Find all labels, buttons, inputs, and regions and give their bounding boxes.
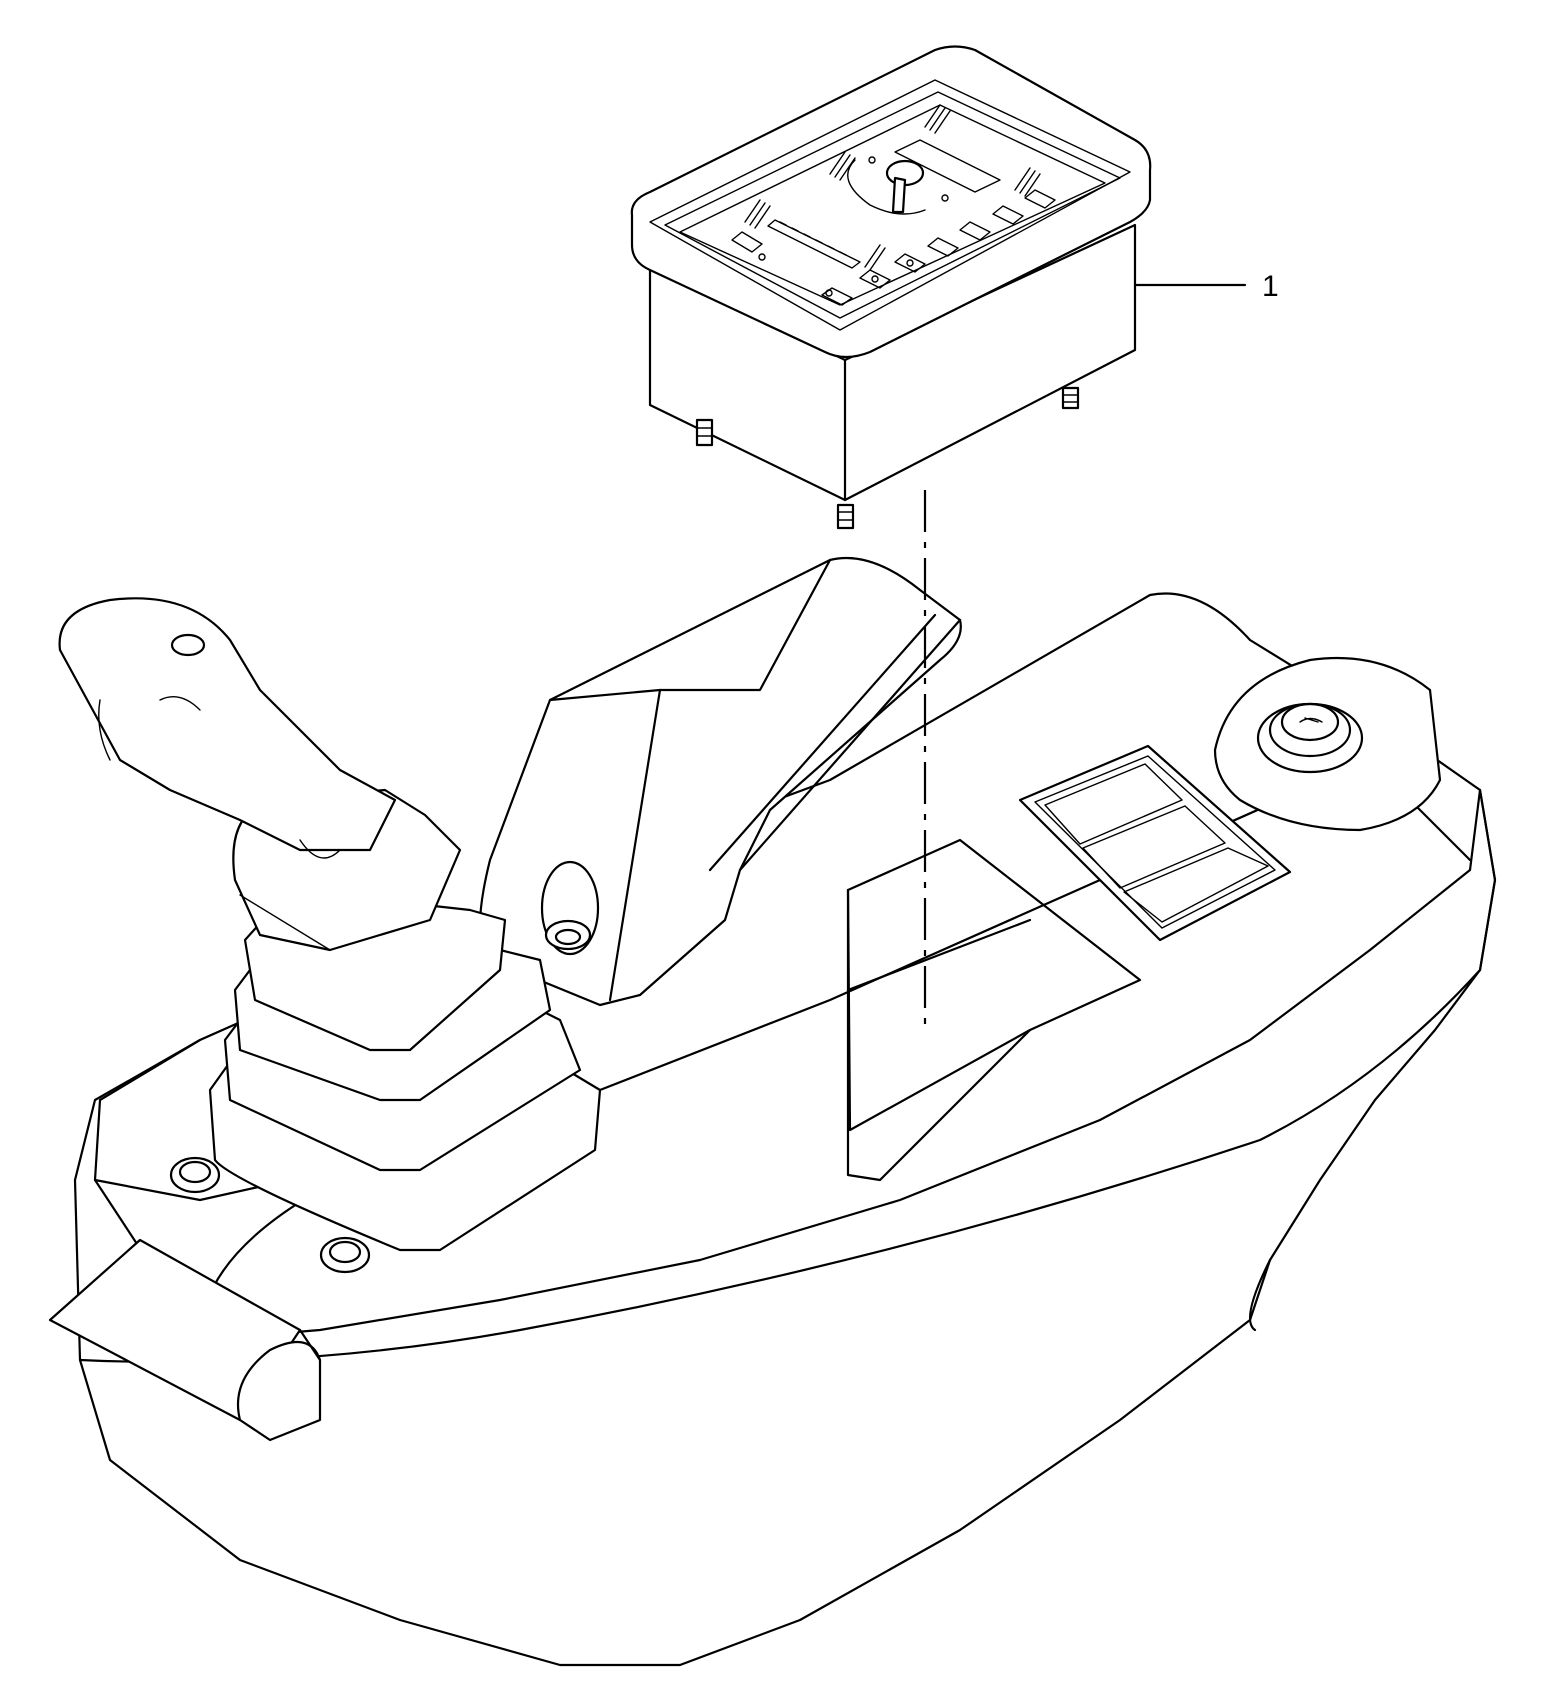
rocker-switch-panel (1018, 744, 1292, 942)
indicator-icon-6 (959, 221, 991, 241)
key-switch-icon (1280, 702, 1340, 742)
mounting-studs (695, 386, 1080, 530)
hour-meter-window (894, 139, 1001, 193)
monitor-bezel (630, 45, 1152, 359)
rocker-switch-2 (1082, 805, 1226, 889)
indicator-icon-8 (1024, 189, 1056, 209)
monitor-mount-pocket (846, 838, 1142, 1132)
control-console (48, 556, 1497, 1667)
monitor-display-window (679, 104, 1106, 306)
indicator-icons (731, 189, 1056, 306)
joystick-button (170, 633, 206, 657)
callout-1: 1 (1133, 270, 1279, 303)
indicator-icon-7 (992, 205, 1024, 225)
rocker-switch-3 (1123, 847, 1269, 923)
front-grab-handle (48, 1238, 322, 1442)
indicator-icon-4 (894, 253, 926, 273)
gauge-needle (891, 176, 907, 214)
glass-glare-marks (744, 104, 1041, 271)
callout-label: 1 (1262, 270, 1279, 303)
indicator-icon-1 (731, 231, 763, 253)
indicator-icon-3 (859, 269, 891, 289)
joystick-grip (58, 597, 462, 952)
monitor-assembly (630, 45, 1152, 530)
rocker-switch-1 (1044, 763, 1183, 845)
indicator-icon-5 (927, 237, 959, 257)
